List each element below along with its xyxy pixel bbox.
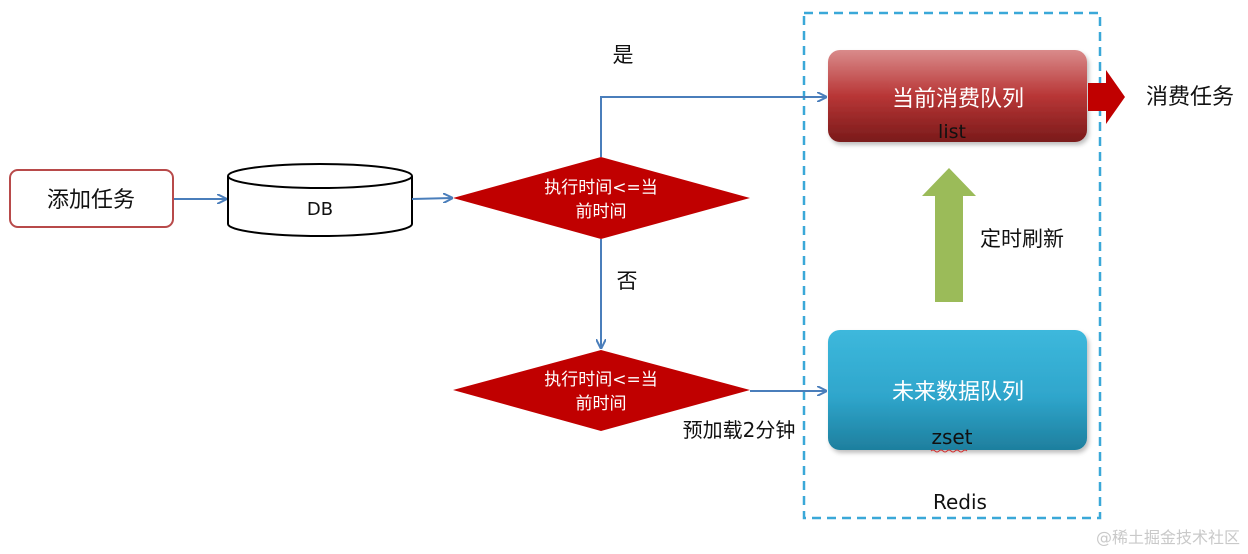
- consume-arrow: [1088, 70, 1125, 124]
- consume-task-label: 消费任务: [1146, 85, 1234, 110]
- label-preload: 预加载2分钟: [683, 418, 796, 442]
- spellcheck-underline: [930, 449, 968, 453]
- add-task-label: 添加任务: [47, 188, 135, 213]
- decision-top-line1: 执行时间<=当: [544, 178, 658, 198]
- db-label: DB: [307, 199, 333, 220]
- current-queue-box: [828, 50, 1087, 142]
- add-task-box: [9, 169, 174, 228]
- future-queue-box: [828, 330, 1087, 450]
- future-queue-type: zset: [931, 425, 972, 449]
- decision-bottom: [453, 350, 750, 431]
- db-cylinder: [227, 163, 413, 237]
- decision-top-line2: 前时间: [576, 202, 627, 222]
- refresh-arrow: [922, 168, 976, 302]
- label-refresh: 定时刷新: [980, 227, 1064, 251]
- watermark: @稀土掘金技术社区: [1095, 528, 1240, 547]
- redis-container: [802, 11, 1102, 520]
- redis-label: Redis: [933, 490, 987, 514]
- label-yes: 是: [613, 43, 634, 67]
- future-queue-title: 未来数据队列: [892, 380, 1024, 405]
- current-queue-type: list: [938, 121, 966, 143]
- arrow-db-to-decision: [411, 198, 452, 199]
- decision-bottom-line2: 前时间: [576, 394, 627, 414]
- current-queue-title: 当前消费队列: [892, 87, 1024, 112]
- decision-bottom-line1: 执行时间<=当: [544, 370, 658, 390]
- arrow-yes: [600, 97, 826, 157]
- decision-top: [453, 157, 750, 239]
- label-no: 否: [617, 269, 638, 293]
